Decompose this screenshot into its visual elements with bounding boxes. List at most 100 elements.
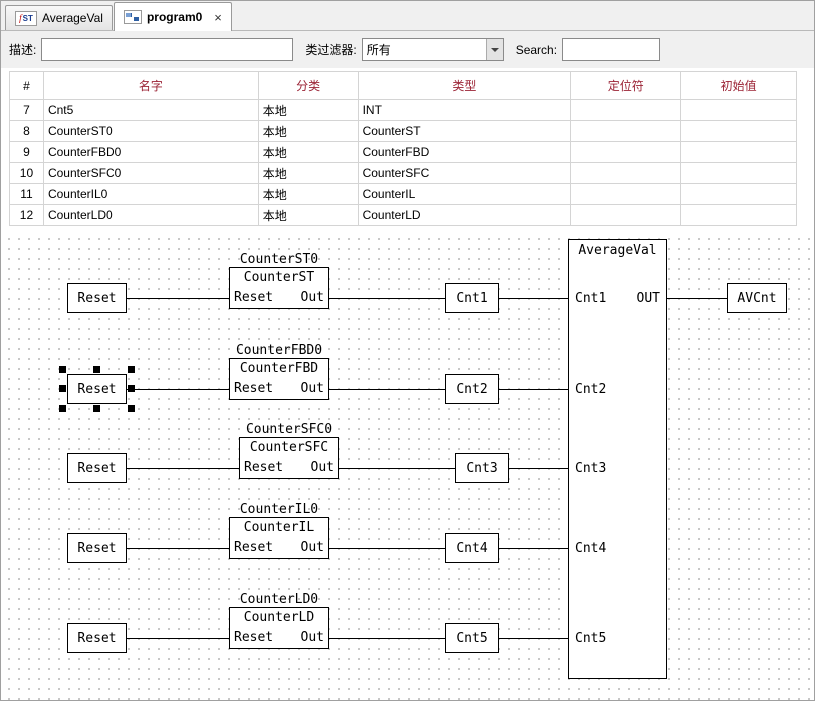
cell-locator [571, 142, 681, 162]
instance-label[interactable]: CounterSFC0 [239, 422, 339, 437]
cell-name: Cnt5 [44, 100, 259, 120]
counter-block[interactable]: CounterIL Reset Out [229, 517, 329, 559]
instance-label[interactable]: CounterST0 [229, 252, 329, 267]
table-row[interactable]: 10 CounterSFC0 本地 CounterSFC [10, 163, 797, 184]
col-header-type[interactable]: 类型 [359, 72, 572, 99]
col-header-locator[interactable]: 定位符 [571, 72, 681, 99]
avg-input-pin: Cnt2 [575, 382, 606, 398]
wire[interactable] [127, 468, 239, 469]
tab-label: program0 [147, 10, 202, 24]
wire[interactable] [339, 468, 455, 469]
cell-num: 11 [10, 184, 44, 204]
wire[interactable] [127, 389, 229, 390]
wire[interactable] [499, 298, 568, 299]
cell-initial [681, 163, 797, 183]
table-row[interactable]: 9 CounterFBD0 本地 CounterFBD [10, 142, 797, 163]
selection-handle[interactable] [93, 366, 100, 373]
cnt-var-box[interactable]: Cnt4 [445, 533, 499, 563]
avg-input-pin: Cnt4 [575, 541, 606, 557]
block-type-label: CounterSFC [240, 438, 338, 458]
fbd-program-icon [124, 10, 142, 24]
wire[interactable] [499, 548, 568, 549]
cell-type: CounterIL [359, 184, 572, 204]
output-pin-label: Out [301, 538, 324, 558]
avg-input-pin: Cnt1 [575, 291, 606, 307]
selection-handle[interactable] [128, 366, 135, 373]
cell-initial [681, 100, 797, 120]
counter-block[interactable]: CounterFBD Reset Out [229, 358, 329, 400]
wire[interactable] [509, 468, 568, 469]
averageval-block[interactable]: AverageVal Cnt1 Cnt2 Cnt3 Cnt4 Cnt5 OUT [568, 239, 667, 679]
input-pin-label: Reset [234, 538, 273, 558]
table-row[interactable]: 8 CounterST0 本地 CounterST [10, 121, 797, 142]
col-header-initial[interactable]: 初始值 [681, 72, 797, 99]
cnt-var-box[interactable]: Cnt3 [455, 453, 509, 483]
input-pin-label: Reset [234, 288, 273, 308]
wire[interactable] [499, 638, 568, 639]
counter-block[interactable]: CounterLD Reset Out [229, 607, 329, 649]
wire[interactable] [499, 389, 568, 390]
description-input[interactable] [41, 38, 293, 61]
cnt-var-box[interactable]: Cnt2 [445, 374, 499, 404]
selection-handle[interactable] [93, 405, 100, 412]
cnt-var-box[interactable]: Cnt1 [445, 283, 499, 313]
cell-type: CounterSFC [359, 163, 572, 183]
wire[interactable] [127, 548, 229, 549]
table-row[interactable]: 12 CounterLD0 本地 CounterLD [10, 205, 797, 226]
cell-locator [571, 205, 681, 225]
cell-initial [681, 184, 797, 204]
counter-block[interactable]: CounterSFC Reset Out [239, 437, 339, 479]
table-row[interactable]: 11 CounterIL0 本地 CounterIL [10, 184, 797, 205]
wire[interactable] [329, 638, 445, 639]
close-tab-icon[interactable]: × [214, 11, 222, 24]
avg-input-pin: Cnt5 [575, 631, 606, 647]
reset-var-box[interactable]: Reset [67, 533, 127, 563]
counter-block[interactable]: CounterST Reset Out [229, 267, 329, 309]
block-type-label: CounterLD [230, 608, 328, 628]
tab-program0[interactable]: program0 × [114, 2, 232, 31]
selection-handle[interactable] [59, 385, 66, 392]
selection-handle[interactable] [59, 366, 66, 373]
block-type-label: CounterFBD [230, 359, 328, 379]
wire[interactable] [329, 389, 445, 390]
type-filter-select[interactable]: 所有 [362, 38, 504, 61]
reset-var-box[interactable]: Reset [67, 283, 127, 313]
cell-category: 本地 [259, 184, 359, 204]
reset-var-box[interactable]: Reset [67, 374, 127, 404]
avg-output-pin: OUT [637, 291, 660, 307]
reset-var-box[interactable]: Reset [67, 453, 127, 483]
wire[interactable] [127, 298, 229, 299]
avg-input-pin: Cnt3 [575, 461, 606, 477]
instance-label[interactable]: CounterLD0 [229, 592, 329, 607]
search-label: Search: [516, 43, 557, 57]
wire[interactable] [667, 298, 727, 299]
instance-label[interactable]: CounterIL0 [229, 502, 329, 517]
output-pin-label: Out [301, 288, 324, 308]
wire[interactable] [329, 548, 445, 549]
output-pin-label: Out [301, 379, 324, 399]
cell-num: 7 [10, 100, 44, 120]
chevron-down-icon [486, 39, 503, 60]
cell-initial [681, 205, 797, 225]
selection-handle[interactable] [59, 405, 66, 412]
col-header-category[interactable]: 分类 [259, 72, 359, 99]
col-header-name[interactable]: 名字 [44, 72, 259, 99]
selection-handle[interactable] [128, 405, 135, 412]
reset-var-box[interactable]: Reset [67, 623, 127, 653]
cnt-var-box[interactable]: Cnt5 [445, 623, 499, 653]
table-row[interactable]: 7 Cnt5 本地 INT [10, 100, 797, 121]
document-tabbar: fST AverageVal program0 × [1, 1, 814, 31]
search-input[interactable] [562, 38, 660, 61]
fbd-canvas[interactable]: CounterST0 Reset CounterST Reset Out Cnt… [1, 231, 815, 701]
avcnt-var-box[interactable]: AVCnt [727, 283, 787, 313]
cell-num: 10 [10, 163, 44, 183]
wire[interactable] [127, 638, 229, 639]
output-pin-label: Out [311, 458, 334, 478]
variable-table: # 名字 分类 类型 定位符 初始值 7 Cnt5 本地 INT 8 Count… [9, 71, 797, 226]
cell-type: CounterST [359, 121, 572, 141]
col-header-num[interactable]: # [10, 72, 44, 99]
instance-label[interactable]: CounterFBD0 [229, 343, 329, 358]
tab-averageval[interactable]: fST AverageVal [5, 5, 113, 30]
wire[interactable] [329, 298, 445, 299]
